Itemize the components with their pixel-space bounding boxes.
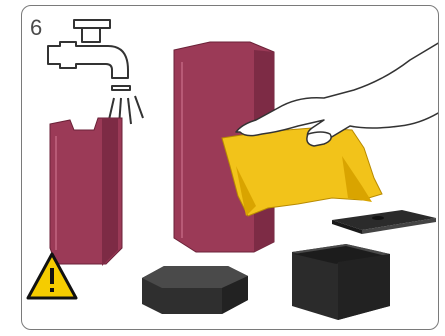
drip-tray-lid — [332, 210, 436, 234]
instruction-panel: 6 — [21, 5, 439, 330]
water-tap-icon — [48, 20, 143, 126]
cleaning-cloth — [222, 128, 382, 216]
small-water-container — [50, 118, 122, 266]
small-black-part — [142, 266, 248, 314]
instruction-illustration — [22, 6, 439, 330]
drip-tray-box — [292, 244, 390, 320]
